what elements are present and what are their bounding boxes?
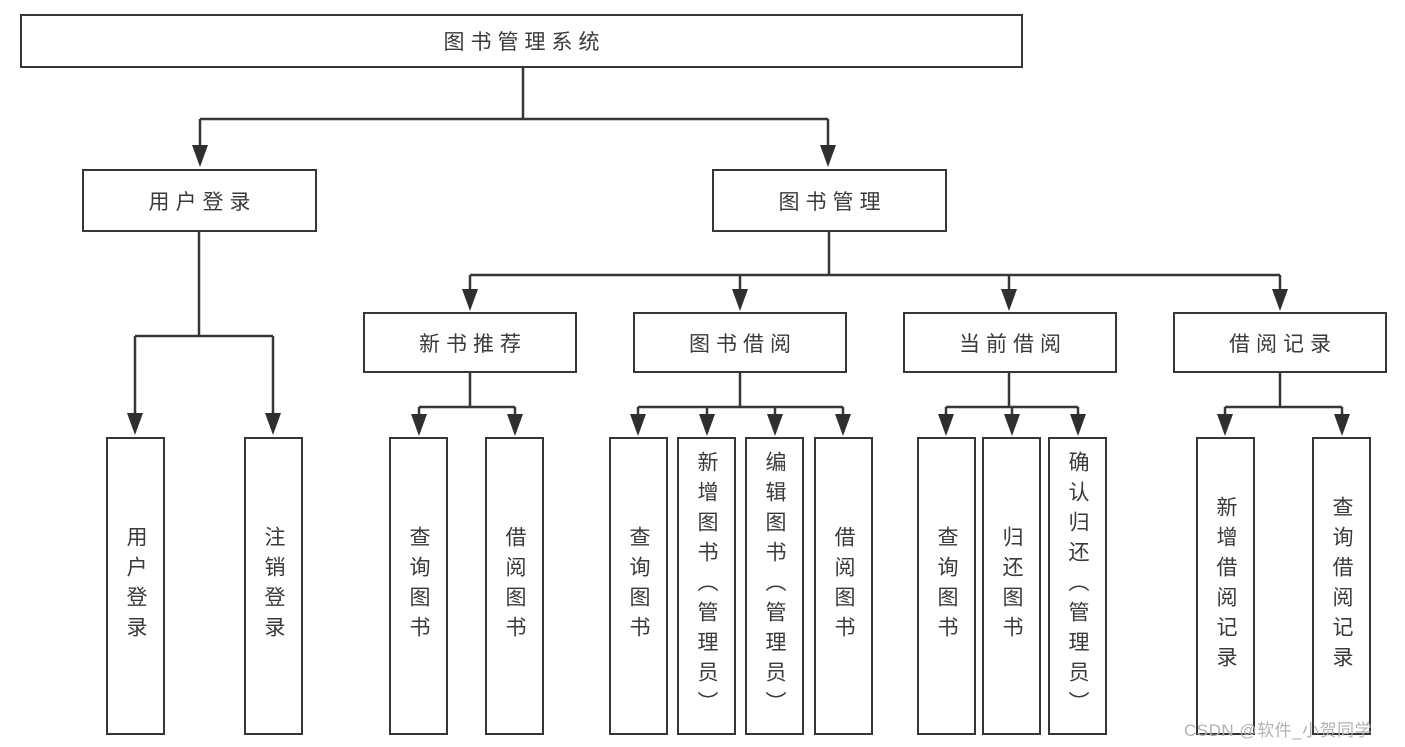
node-label: 新书推荐 [419, 332, 527, 356]
node-borrowing-records: 借阅记录 [1173, 312, 1387, 373]
leaf-label: 查询图书 [935, 526, 958, 646]
leaf-query-books-borrowing: 查询图书 [609, 437, 668, 735]
node-label: 借阅记录 [1229, 332, 1337, 356]
leaf-label: 新增借阅记录 [1214, 496, 1237, 676]
leaf-borrow-book-recommend: 借阅图书 [485, 437, 544, 735]
leaf-label: 查询图书 [627, 526, 650, 646]
leaf-confirm-return-admin: 确认归还（管理员） [1048, 437, 1107, 735]
node-label: 用户登录 [148, 190, 257, 214]
arrowheads [127, 145, 1350, 436]
leaf-label: 查询借阅记录 [1330, 496, 1353, 676]
node-label: 当前借阅 [959, 332, 1067, 356]
node-user-login: 用户登录 [82, 169, 317, 232]
leaf-query-borrow-record: 查询借阅记录 [1312, 437, 1371, 735]
node-book-borrowing: 图书借阅 [633, 312, 847, 373]
node-label: 图书管理 [778, 190, 887, 214]
leaf-edit-book-admin: 编辑图书（管理员） [745, 437, 804, 735]
leaf-label: 用户登录 [124, 526, 147, 646]
node-new-book-recommend: 新书推荐 [363, 312, 577, 373]
leaf-label: 编辑图书（管理员） [763, 451, 786, 721]
leaf-label: 借阅图书 [503, 526, 526, 646]
leaf-label: 确认归还（管理员） [1066, 451, 1089, 721]
node-system-root: 图书管理系统 [20, 14, 1023, 68]
leaf-label: 注销登录 [262, 526, 285, 646]
leaf-user-login: 用户登录 [106, 437, 165, 735]
csdn-watermark: CSDN @软件_小贺同学 [1184, 721, 1373, 740]
leaf-label: 归还图书 [1000, 526, 1023, 646]
node-book-management: 图书管理 [712, 169, 947, 232]
leaf-borrow-book: 借阅图书 [814, 437, 873, 735]
node-current-borrowing: 当前借阅 [903, 312, 1117, 373]
leaf-label: 新增图书（管理员） [695, 451, 718, 721]
leaf-query-books-current: 查询图书 [917, 437, 976, 735]
leaf-label: 查询图书 [407, 526, 430, 646]
leaf-query-books-recommend: 查询图书 [389, 437, 448, 735]
leaf-logout: 注销登录 [244, 437, 303, 735]
leaf-add-book-admin: 新增图书（管理员） [677, 437, 736, 735]
node-label: 图书管理系统 [443, 31, 606, 54]
leaf-add-borrow-record: 新增借阅记录 [1196, 437, 1255, 735]
leaf-label: 借阅图书 [832, 526, 855, 646]
node-label: 图书借阅 [689, 332, 797, 356]
leaf-return-book: 归还图书 [982, 437, 1041, 735]
